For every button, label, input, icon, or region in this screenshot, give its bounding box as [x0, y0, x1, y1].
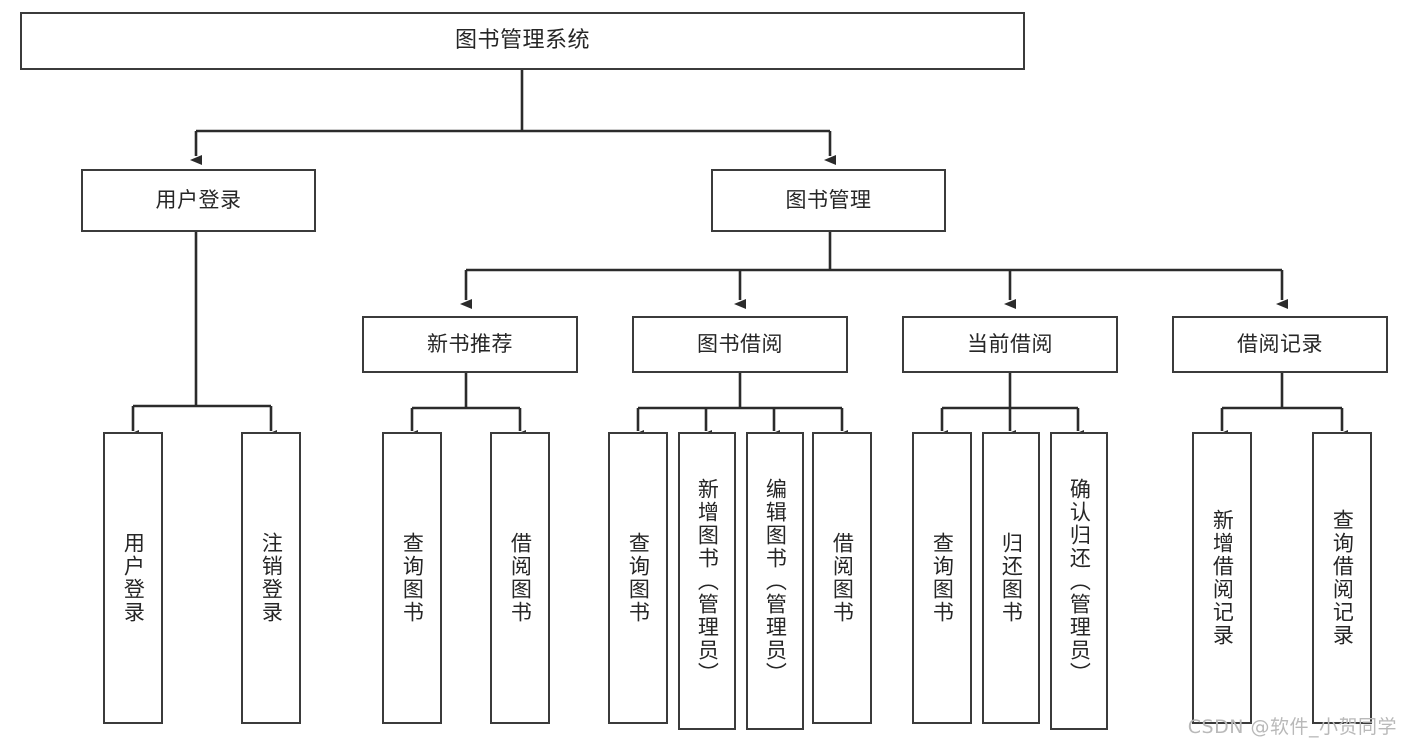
- node-root[interactable]: 图书管理系统: [20, 12, 1025, 70]
- node-user-login[interactable]: 用户登录: [81, 169, 316, 232]
- node-book-borrow[interactable]: 图书借阅: [632, 316, 848, 373]
- leaf-return-book[interactable]: 归还图书: [982, 432, 1040, 724]
- csdn-watermark: CSDN @软件_小贺同学: [1187, 716, 1397, 738]
- node-current-borrow[interactable]: 当前借阅: [902, 316, 1118, 373]
- leaf-add-book[interactable]: 新增图书（管理员）: [678, 432, 736, 730]
- leaf-confirm-return[interactable]: 确认归还（管理员）: [1050, 432, 1108, 730]
- node-borrow-record[interactable]: 借阅记录: [1172, 316, 1388, 373]
- leaf-edit-book[interactable]: 编辑图书（管理员）: [746, 432, 804, 730]
- leaf-borrow-book-2[interactable]: 借阅图书: [812, 432, 872, 724]
- node-book-manage[interactable]: 图书管理: [711, 169, 946, 232]
- leaf-borrow-book-1[interactable]: 借阅图书: [490, 432, 550, 724]
- leaf-query-record[interactable]: 查询借阅记录: [1312, 432, 1372, 724]
- leaf-query-book-2[interactable]: 查询图书: [608, 432, 668, 724]
- node-new-book-rec[interactable]: 新书推荐: [362, 316, 578, 373]
- leaf-user-logout[interactable]: 注销登录: [241, 432, 301, 724]
- leaf-query-book-3[interactable]: 查询图书: [912, 432, 972, 724]
- leaf-query-book-1[interactable]: 查询图书: [382, 432, 442, 724]
- leaf-user-login[interactable]: 用户登录: [103, 432, 163, 724]
- leaf-add-record[interactable]: 新增借阅记录: [1192, 432, 1252, 724]
